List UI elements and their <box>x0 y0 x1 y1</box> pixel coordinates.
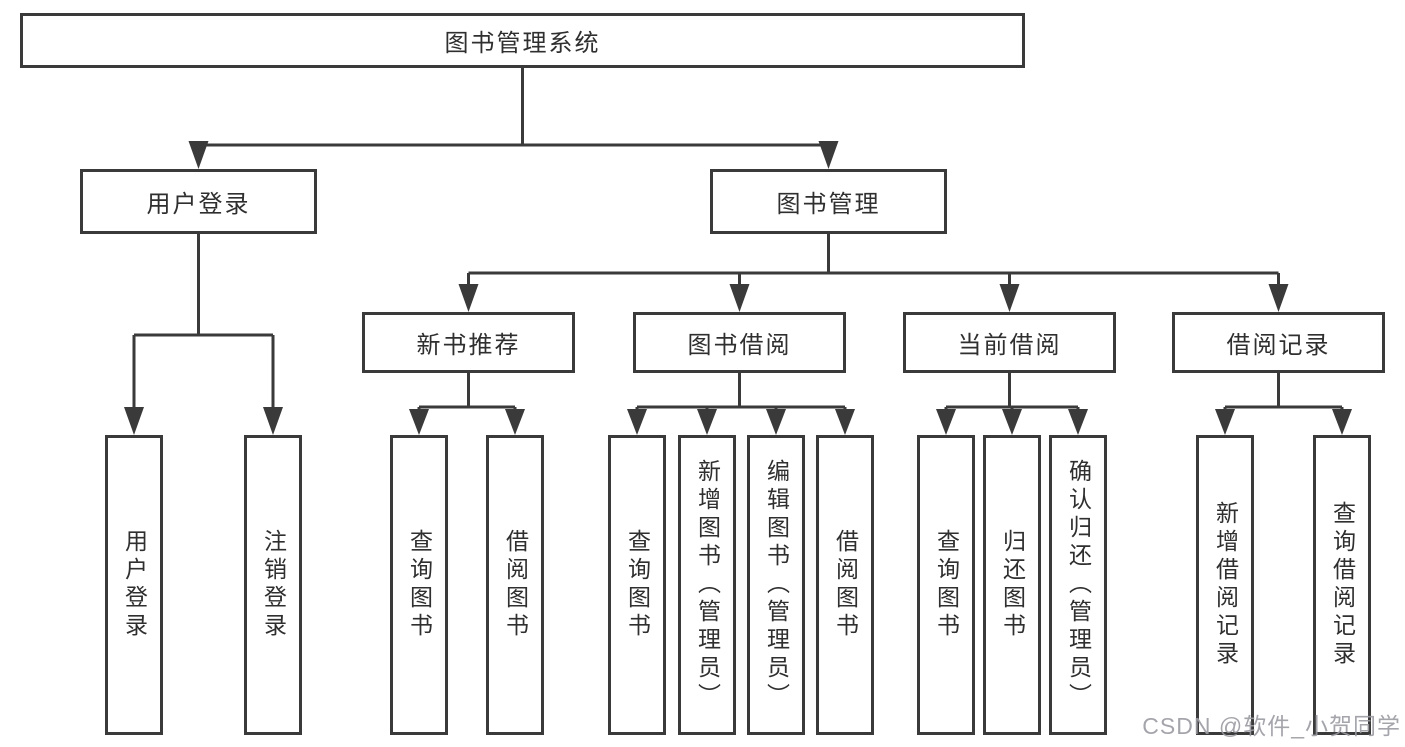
node-new-book-recommend: 新书推荐 <box>362 312 575 373</box>
leaf-query-borrow-record: 查询借阅记录 <box>1313 435 1371 735</box>
node-user-login-branch: 用户登录 <box>80 169 317 234</box>
leaf-borrow-books-2: 借阅图书 <box>816 435 874 735</box>
leaf-add-books-admin: 新增图书（管理员） <box>678 435 736 735</box>
leaf-query-books-1: 查询图书 <box>390 435 448 735</box>
leaf-query-books-3: 查询图书 <box>917 435 975 735</box>
leaf-edit-books-admin: 编辑图书（管理员） <box>747 435 805 735</box>
leaf-borrow-books-1: 借阅图书 <box>486 435 544 735</box>
watermark: CSDN @软件_小贺同学 <box>1142 713 1401 739</box>
leaf-user-login: 用户登录 <box>105 435 163 735</box>
node-root: 图书管理系统 <box>20 13 1025 68</box>
leaf-return-books: 归还图书 <box>983 435 1041 735</box>
leaf-confirm-return-admin: 确认归还（管理员） <box>1049 435 1107 735</box>
leaf-logout: 注销登录 <box>244 435 302 735</box>
node-borrow-records: 借阅记录 <box>1172 312 1385 373</box>
node-book-management-branch: 图书管理 <box>710 169 947 234</box>
node-book-borrow: 图书借阅 <box>633 312 846 373</box>
node-current-borrow: 当前借阅 <box>903 312 1116 373</box>
leaf-query-books-2: 查询图书 <box>608 435 666 735</box>
leaf-add-borrow-record: 新增借阅记录 <box>1196 435 1254 735</box>
